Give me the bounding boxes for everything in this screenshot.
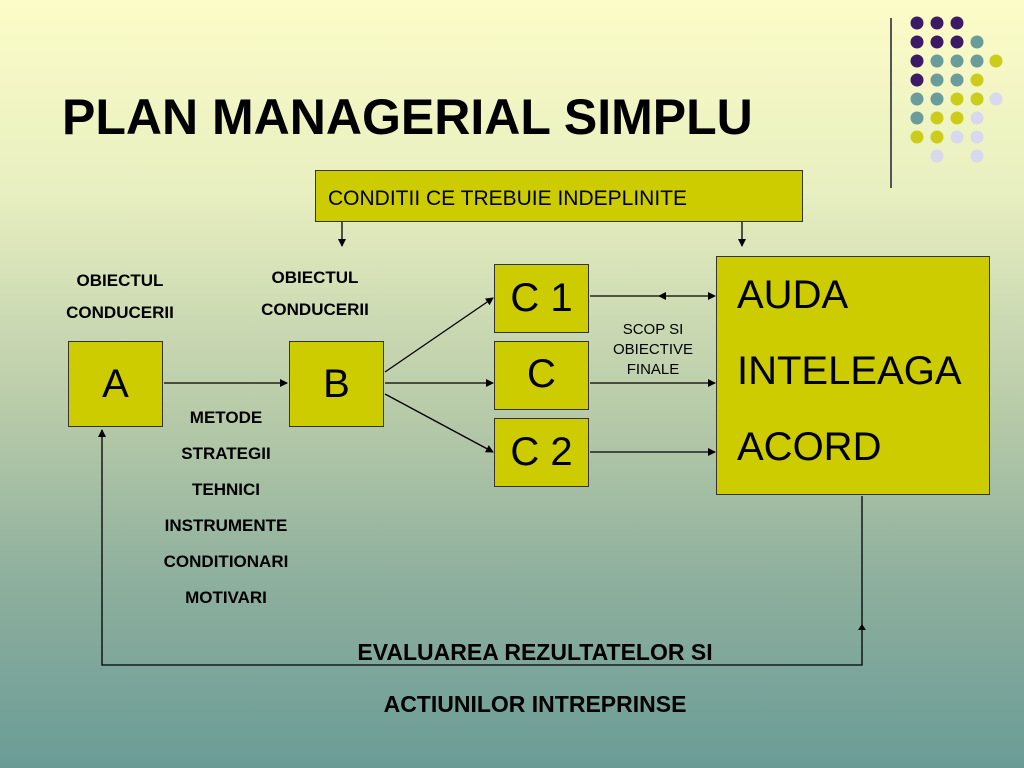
conditions-box: CONDITII CE TREBUIE INDEPLINITE: [315, 170, 803, 222]
result-line3: ACORD: [737, 425, 882, 469]
feedback-loop-line: [98, 429, 863, 666]
middle-object-line1: OBIECTUL: [271, 268, 359, 287]
methods-item: TEHNICI: [192, 480, 260, 499]
feedback-tick: [858, 624, 866, 630]
box-a: A: [68, 341, 163, 427]
goal-label: SCOP SI OBIECTIVE FINALE: [596, 320, 710, 380]
methods-list: METODE STRATEGII TEHNICI INSTRUMENTE CON…: [145, 400, 307, 616]
methods-item: MOTIVARI: [185, 588, 267, 607]
evaluation-label: EVALUAREA REZULTATELOR SI ACTIUNILOR INT…: [280, 626, 790, 730]
evaluation-line2: ACTIUNILOR INTREPRINSE: [383, 691, 687, 717]
box-c: C: [494, 341, 589, 410]
result-line1: AUDA: [737, 273, 849, 317]
arrow-b-to-c2: [384, 393, 494, 453]
goal-line1: SCOP SI: [622, 321, 684, 338]
result-box: AUDA INTELEAGA ACORD: [716, 256, 990, 495]
left-object-line2: CONDUCERII: [66, 303, 174, 322]
methods-item: METODE: [189, 408, 263, 427]
evaluation-line1: EVALUAREA REZULTATELOR SI: [357, 639, 713, 665]
goal-line3: FINALE: [626, 361, 680, 378]
left-object-line1: OBIECTUL: [76, 271, 164, 290]
result-line2: INTELEAGA: [737, 349, 962, 393]
slide-title: PLAN MANAGERIAL SIMPLU: [62, 89, 753, 145]
arrow-b-to-c1: [384, 297, 494, 373]
decorative-dot-grid: [910, 16, 1003, 163]
methods-item: CONDITIONARI: [163, 552, 289, 571]
methods-item: STRATEGII: [181, 444, 271, 463]
box-c2: C 2: [494, 418, 589, 487]
middle-object-label: OBIECTUL CONDUCERII: [245, 262, 385, 326]
goal-line2: OBIECTIVE: [612, 341, 694, 358]
methods-item: INSTRUMENTE: [164, 516, 288, 535]
middle-object-line2: CONDUCERII: [261, 300, 369, 319]
box-c1: C 1: [494, 264, 589, 333]
arrow-tick-c1: [658, 292, 666, 300]
box-b: B: [289, 341, 384, 427]
decorative-divider: [890, 18, 892, 188]
left-object-label: OBIECTUL CONDUCERII: [50, 265, 190, 329]
